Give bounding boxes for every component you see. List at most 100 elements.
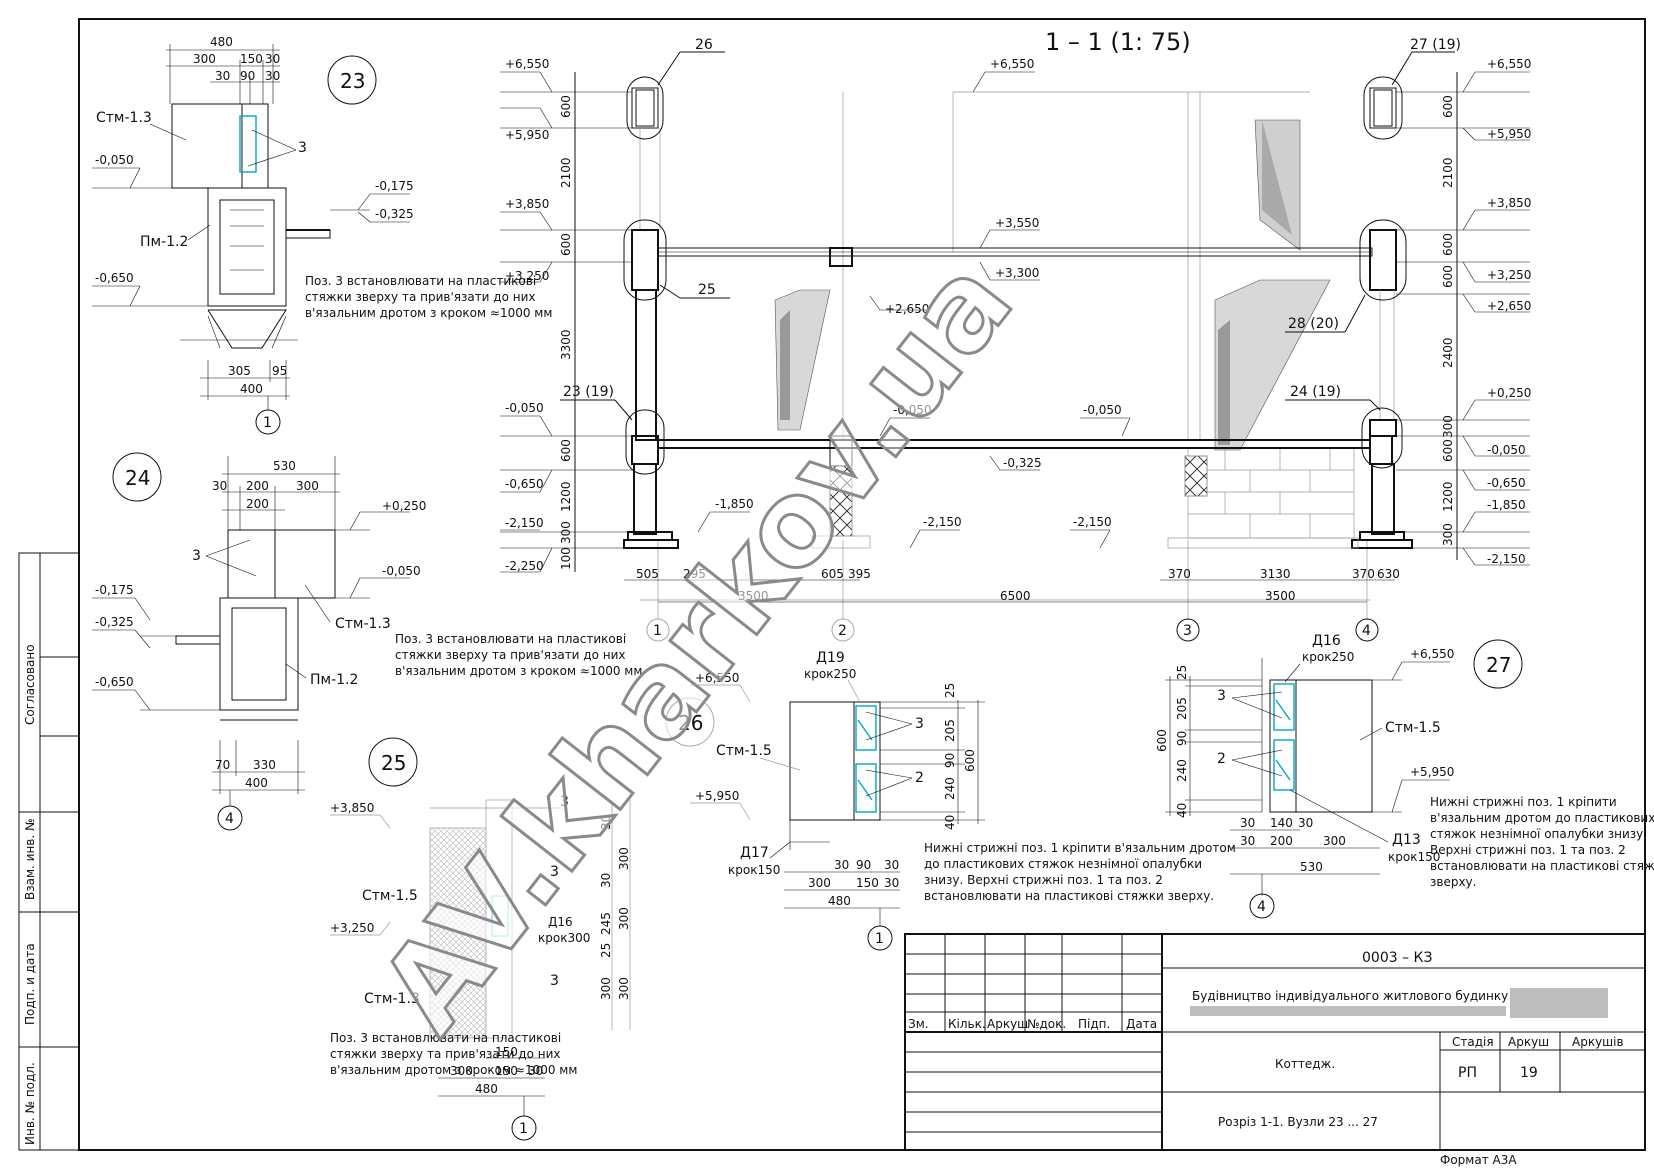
n26-note-4: встановлювати на пластикові стяжки зверх… [924, 889, 1214, 903]
sec-right-level-6: +0,250 [1487, 386, 1531, 400]
n27-note-4: Верхні стрижні поз. 1 та поз. 2 [1430, 843, 1626, 857]
sheet-format: Формат А3А [1440, 1153, 1517, 1167]
n27-note-6: зверху. [1430, 875, 1476, 889]
sec-span-1: 3500 [738, 589, 769, 603]
n27-label-step1: крок250 [1302, 650, 1354, 664]
sec-right-dim-1: 600 [1441, 95, 1455, 118]
n24-note-1: Поз. 3 встановлювати на пластикові [395, 632, 626, 646]
sec-bottom-dim-7: 370 [1352, 567, 1375, 581]
n26-label-3: 3 [915, 716, 924, 732]
tb-object: Коттедж. [1275, 1057, 1335, 1071]
sec-left-level-7: -2,150 [505, 516, 544, 530]
n25-bdim-5: 480 [475, 1082, 498, 1096]
sec-right-dim-9: 300 [1441, 523, 1455, 546]
sec-left-level-5: -0,050 [505, 401, 544, 415]
n24-axis: 4 [225, 811, 234, 827]
n25-rdim-3: 30 [599, 873, 613, 888]
n23-level-4: -0,650 [95, 271, 134, 285]
n23-level-2: -0,175 [375, 179, 414, 193]
section-1-1: 1 – 1 (1: 75) [500, 28, 1531, 642]
tb-header-kilk: Кільк. [948, 1017, 986, 1031]
n26-bdim-6: 30 [884, 876, 899, 890]
tb-stage-label: Стадія [1452, 1035, 1494, 1049]
sec-inner-level-7: -0,325 [1003, 456, 1042, 470]
n27-label-2: 2 [1217, 751, 1226, 767]
sec-inner-level-6: -0,050 [1083, 403, 1122, 417]
n25-label-stm15: Стм-1.5 [362, 888, 418, 904]
n27-ldim-2: 205 [1175, 697, 1189, 720]
sec-right-level-7: -0,050 [1487, 443, 1526, 457]
sec-span-2: 6500 [1000, 589, 1031, 603]
sec-right-dim-5: 2400 [1441, 337, 1455, 368]
ref-node-25: 25 [698, 282, 716, 298]
sec-left-level-6: -0,650 [505, 477, 544, 491]
n26-rdim-2: 205 [943, 719, 957, 742]
n26-label-d19: Д19 [816, 650, 845, 666]
n24-level-4: -0,325 [95, 615, 134, 629]
title-block: Зм. Кільк. Аркуш №док. Підп. Дата 0003 –… [904, 933, 1646, 1167]
side-approved: Согласовано [23, 644, 37, 725]
n27-bdim-6: 300 [1323, 834, 1346, 848]
sec-right-dim-6: 300 [1441, 415, 1455, 438]
side-sign-date: Подп. и дата [23, 943, 37, 1025]
n24-dim-1: 530 [273, 459, 296, 473]
axis-2: 2 [838, 623, 847, 639]
n23-bdim-1: 305 [228, 364, 251, 378]
n27-label-d16: Д16 [1312, 633, 1341, 649]
sec-left-level-8: -2,250 [505, 559, 544, 573]
sec-right-level-4: +3,250 [1487, 268, 1531, 282]
sec-right-dim-2: 2100 [1441, 157, 1455, 188]
n23-label-stm: Стм-1.3 [96, 110, 152, 126]
n25-bdim-4: 30 [528, 1064, 543, 1078]
sec-left-level-2: +5,950 [505, 128, 549, 142]
sec-inner-level-8: -1,850 [715, 497, 754, 511]
n23-axis: 1 [263, 415, 272, 431]
n26-level-1: +6,550 [695, 671, 739, 685]
n27-label-step2: крок150 [1388, 850, 1440, 864]
n27-bdim-3: 30 [1298, 816, 1313, 830]
tb-sheet-label: Аркуш [1508, 1035, 1549, 1049]
sec-inner-level-2: +3,550 [995, 216, 1039, 230]
n24-dim-3: 200 [246, 479, 269, 493]
side-inv-orig: Инв. № подл. [23, 1062, 37, 1145]
n27-bdim-2: 140 [1270, 816, 1293, 830]
tb-stage: РП [1458, 1065, 1477, 1081]
n26-note-1: Нижні стрижні поз. 1 кріпити в'язальним … [924, 841, 1236, 855]
n27-bdim-7: 530 [1300, 860, 1323, 874]
n27-bdim-4: 30 [1240, 834, 1255, 848]
n24-bdim-2: 330 [253, 758, 276, 772]
n26-bdim-3: 30 [884, 858, 899, 872]
n26-label-stm: Стм-1.5 [716, 743, 772, 759]
n26-label-step2: крок150 [728, 863, 780, 877]
n24-dim-2: 30 [212, 479, 227, 493]
n27-axis: 4 [1257, 899, 1266, 915]
n25-rdim-6: 25 [599, 943, 613, 958]
n24-note-3: в'язальним дротом з кроком ≈1000 мм [395, 664, 642, 678]
n23-level-1: -0,050 [95, 153, 134, 167]
n25-rdim-5: 245 [599, 912, 613, 935]
ref-node-23: 23 (19) [563, 384, 614, 400]
n24-level-3: -0,175 [95, 583, 134, 597]
n26-note-3: знизу. Верхні стрижні поз. 1 та поз. 2 [924, 873, 1163, 887]
n25-bdim-1: 150 [495, 1045, 518, 1059]
sec-left-dim-6: 1200 [559, 481, 573, 512]
sec-left-dim-8: 100 [559, 547, 573, 570]
n25-rdim-8: 300 [617, 977, 631, 1000]
sec-left-level-1: +6,550 [505, 57, 549, 71]
n27-label-d13: Д13 [1392, 832, 1421, 848]
n25-rdim-2: 300 [617, 847, 631, 870]
tb-sheet-no: 19 [1520, 1065, 1538, 1081]
node-25: 25 3 3 3 Стм-1.5 Стм-1.3 Д16 крок300 +3,… [330, 737, 631, 1141]
sec-right-dim-4: 600 [1441, 265, 1455, 288]
node26-num: 26 [678, 711, 703, 735]
n25-level-1: +3,850 [330, 801, 374, 815]
sec-inner-level-9: -2,150 [923, 515, 962, 529]
sec-right-level-8: -0,650 [1487, 476, 1526, 490]
n25-rdim-7: 300 [599, 977, 613, 1000]
n23-level-3: -0,325 [375, 207, 414, 221]
side-stamp: Согласовано Взам. инв. № Подп. и дата Ин… [18, 552, 80, 1151]
n23-bdim-3: 400 [240, 382, 263, 396]
n26-rdim-1: 25 [943, 683, 957, 698]
n27-label-stm: Стм-1.5 [1385, 720, 1441, 736]
